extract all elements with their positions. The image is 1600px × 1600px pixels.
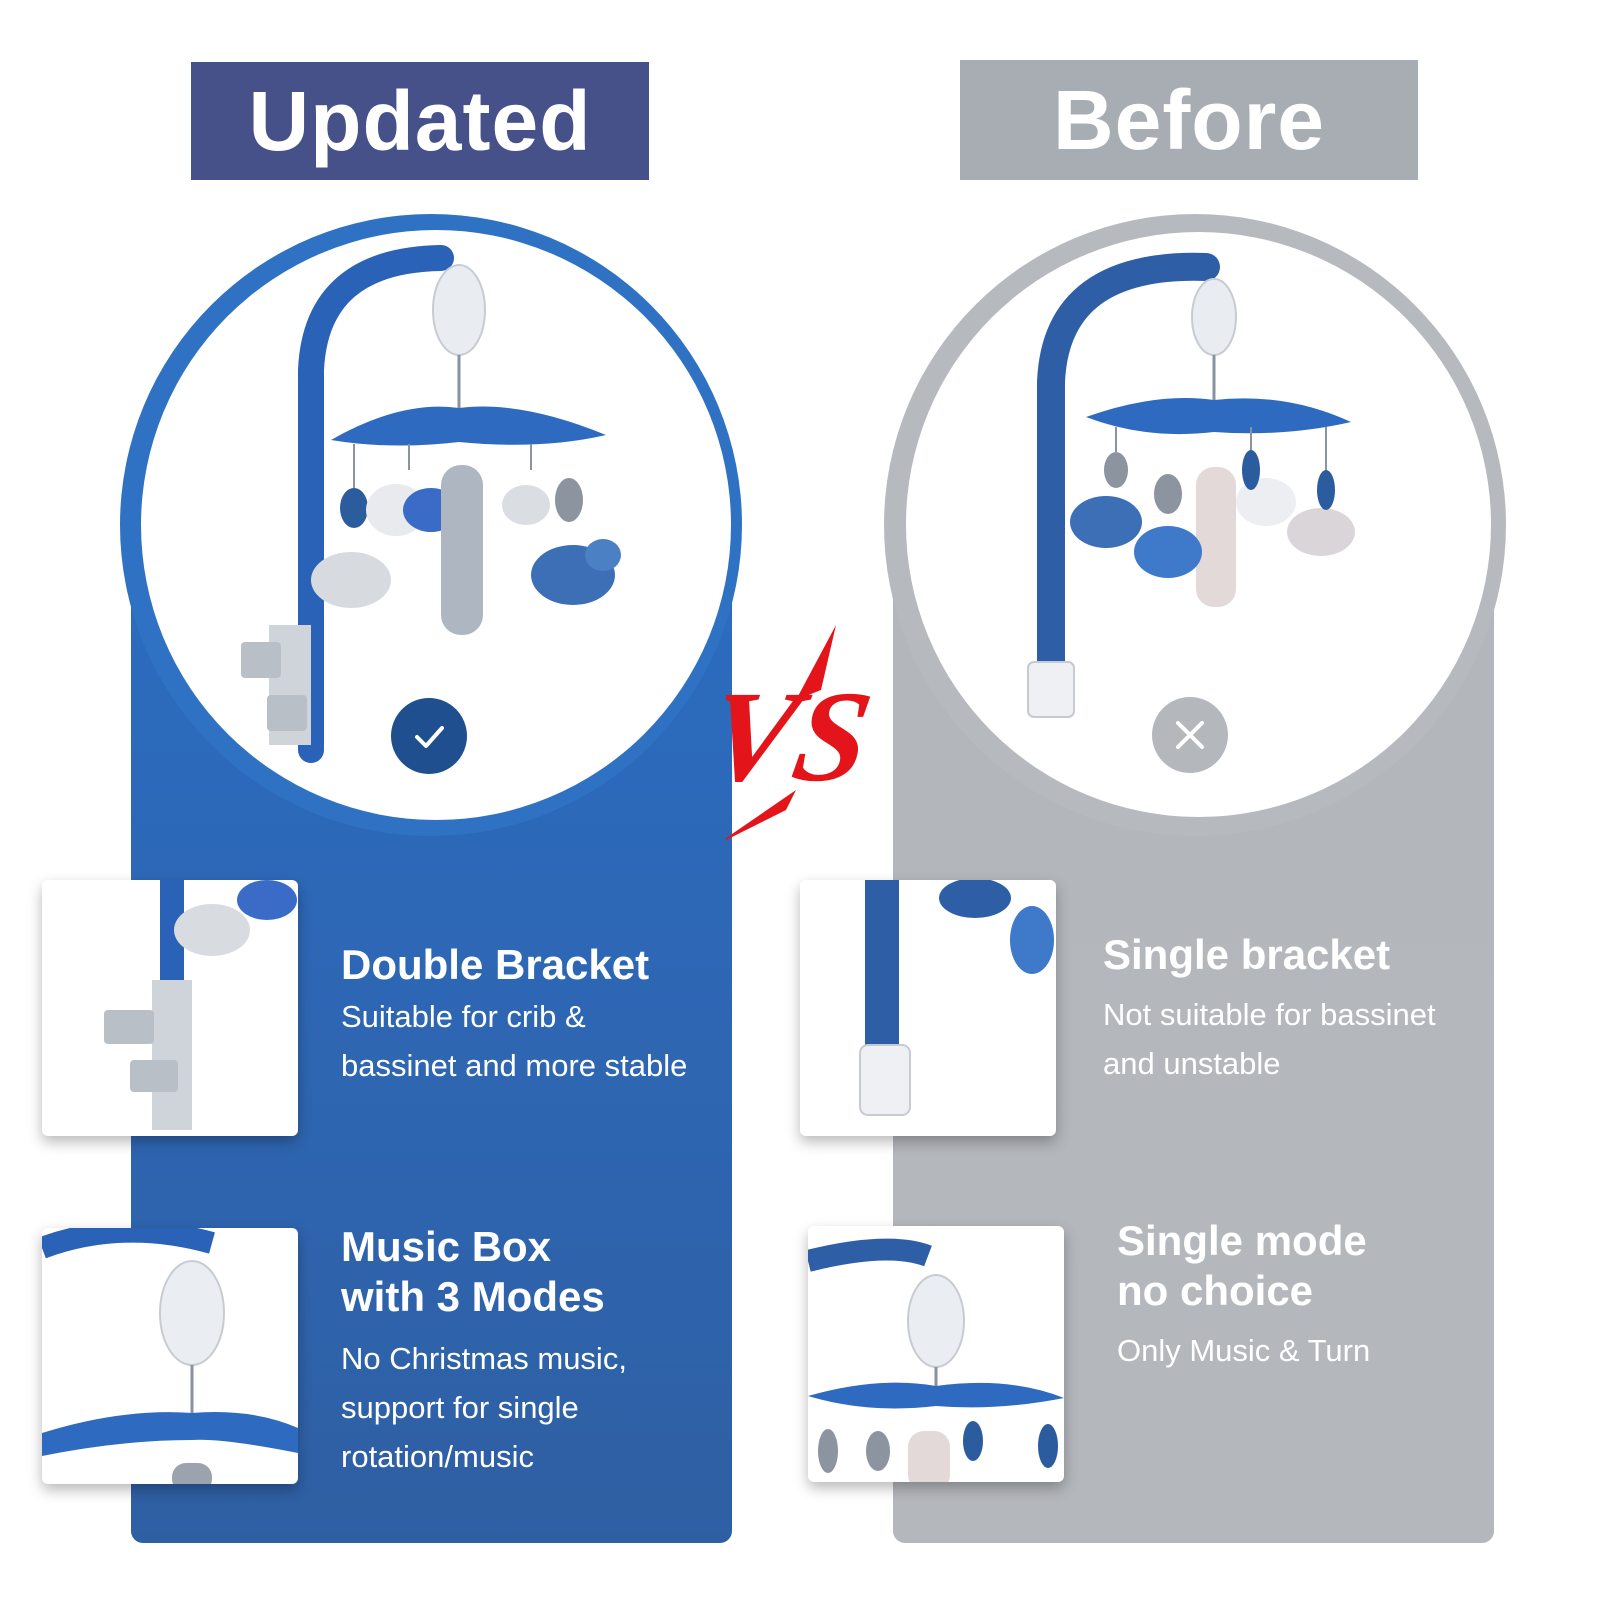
mobile-single-bracket-illustration <box>1027 252 1355 718</box>
single-mode-thumbnail <box>808 1226 1064 1482</box>
vs-graphic: VS <box>726 625 881 840</box>
cross-mark-badge <box>1152 697 1228 773</box>
feature-description: No Christmas music, support for single r… <box>341 1341 627 1474</box>
before-feature-1: Single bracket Not suitable for bassinet… <box>1103 930 1436 1088</box>
before-label: Before <box>1052 72 1326 167</box>
feature-title: Music Box with 3 Modes <box>341 1223 605 1320</box>
feature-title: Single mode no choice <box>1117 1217 1367 1314</box>
feature-description: Suitable for crib & bassinet and more st… <box>341 999 688 1083</box>
check-mark-badge <box>391 698 467 774</box>
before-feature-2: Single mode no choice Only Music & Turn <box>1117 1216 1370 1375</box>
feature-description: Only Music & Turn <box>1117 1333 1371 1368</box>
single-mode-close-up <box>808 1238 1064 1482</box>
updated-label: Updated <box>248 73 592 168</box>
double-bracket-close-up <box>104 880 297 1130</box>
updated-badge: Updated <box>191 62 649 180</box>
updated-feature-2: Music Box with 3 Modes No Christmas musi… <box>341 1222 627 1481</box>
music-box-thumbnail <box>42 1228 298 1484</box>
feature-description: Not suitable for bassinet and unstable <box>1103 997 1436 1081</box>
feature-title: Double Bracket <box>341 941 650 988</box>
single-bracket-thumbnail <box>800 880 1056 1136</box>
feature-title: Single bracket <box>1103 931 1391 978</box>
double-bracket-thumbnail <box>42 880 298 1136</box>
before-badge: Before <box>960 60 1418 180</box>
single-bracket-close-up <box>859 880 1054 1116</box>
mobile-double-bracket-illustration <box>241 245 621 763</box>
updated-feature-1: Double Bracket Suitable for crib & bassi… <box>341 940 687 1090</box>
close-icon <box>1176 721 1204 749</box>
check-icon <box>415 726 444 748</box>
music-box-close-up <box>42 1228 298 1484</box>
